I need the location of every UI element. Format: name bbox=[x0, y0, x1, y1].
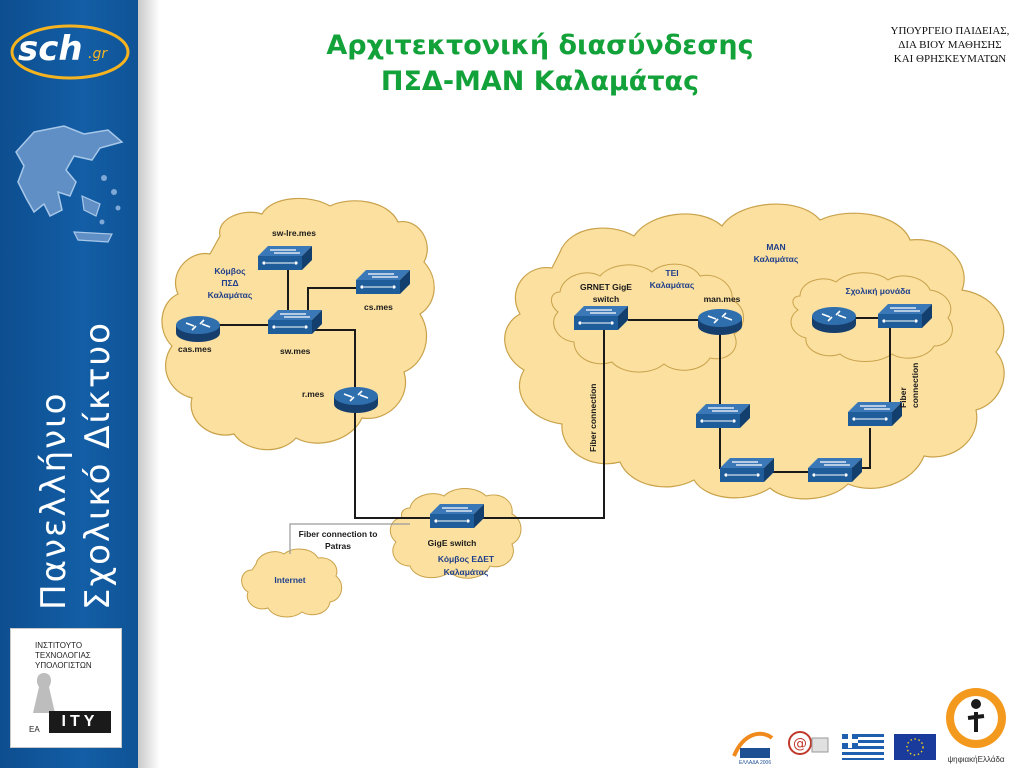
eu-flag-icon bbox=[894, 734, 936, 760]
slide-title-line1: Αρχιτεκτονική διασύνδεσης bbox=[326, 30, 754, 61]
cloud-internet bbox=[241, 548, 343, 618]
cloud-edet bbox=[389, 488, 522, 579]
switch-sw bbox=[267, 309, 323, 335]
sidebar: sch .gr Πανελλήνιο Σχολικό Δίκτυο ΙΝΣΤΙΤ… bbox=[0, 0, 138, 768]
slide-title: Αρχιτεκτονική διασύνδεσης ΠΣΔ-MAN Καλαμά… bbox=[290, 28, 790, 100]
label-psd-node-3: Καλαμάτας bbox=[208, 290, 253, 300]
ministry-line3: ΚΑΙ ΘΡΗΣΚΕΥΜΑΤΩΝ bbox=[893, 53, 1007, 65]
label-fiber-right-2: connection bbox=[910, 363, 920, 408]
cloud-grnet bbox=[551, 263, 744, 373]
label-psd-node-1: Κόμβος bbox=[214, 266, 246, 276]
logo-text: sch bbox=[18, 29, 83, 69]
label-internet: Internet bbox=[274, 575, 305, 585]
router-school bbox=[811, 306, 857, 334]
ministry-line2: ΔΙΑ ΒΙΟΥ ΜΑΘΗΣΗΣ bbox=[898, 39, 1002, 51]
logo-suffix: .gr bbox=[88, 46, 108, 62]
sidebar-shadow bbox=[138, 0, 160, 768]
ministry-header: ΥΠΟΥΡΓΕΙΟ ΠΑΙΔΕΙΑΣ, ΔΙΑ ΒΙΟΥ ΜΑΘΗΣΗΣ ΚΑΙ… bbox=[876, 24, 1024, 66]
switch-cs bbox=[355, 269, 411, 295]
label-sw: sw.mes bbox=[280, 346, 311, 356]
svg-text:@: @ bbox=[793, 736, 807, 752]
ity-logo: ΙΝΣΤΙΤΟΥΤΟ ΤΕΧΝΟΛΟΓΙΑΣ ΥΠΟΛΟΓΙΣΤΩΝ ΙΤΥ Ε… bbox=[10, 628, 122, 748]
switch-man-1 bbox=[695, 403, 751, 429]
label-school-unit: Σχολική μονάδα bbox=[846, 286, 912, 296]
label-fiber-left: Fiber connection bbox=[588, 384, 598, 452]
label-fiber-patras-1: Fiber connection to bbox=[299, 529, 378, 539]
label-gige-switch: GigE switch bbox=[428, 538, 477, 548]
label-tei-2: Καλαμάτας bbox=[650, 280, 695, 290]
ity-institute-text: ΙΝΣΤΙΤΟΥΤΟ ΤΕΧΝΟΛΟΓΙΑΣ ΥΠΟΛΟΓΙΣΤΩΝ bbox=[35, 641, 92, 671]
ity-label: ΙΤΥ bbox=[49, 711, 111, 733]
label-cas: cas.mes bbox=[178, 344, 212, 354]
ministry-line1: ΥΠΟΥΡΓΕΙΟ ΠΑΙΔΕΙΑΣ, bbox=[890, 25, 1010, 37]
ity-inst-bot: ΥΠΟΛΟΓΙΣΤΩΝ bbox=[35, 661, 92, 670]
psifiaki-text: ψηφιακήΕλλάδα bbox=[947, 755, 1004, 764]
label-edet-1: Κόμβος ΕΔΕΤ bbox=[438, 554, 495, 564]
label-grnet-2: switch bbox=[593, 294, 619, 304]
connection-patras bbox=[289, 523, 410, 554]
switch-man-2 bbox=[719, 457, 775, 483]
athletes-text: ΕΛΛΑΔΑ 2006 bbox=[739, 760, 771, 766]
ity-prefix: ΕΑ bbox=[29, 725, 40, 734]
switch-sw-lre bbox=[257, 245, 313, 271]
label-cs: cs.mes bbox=[364, 302, 393, 312]
router-man bbox=[697, 308, 743, 336]
switch-school bbox=[877, 303, 933, 329]
label-man-2: Καλαμάτας bbox=[754, 254, 799, 264]
switch-man-4 bbox=[847, 401, 903, 427]
email-logo: @ bbox=[788, 731, 829, 755]
label-fiber-patras-2: Patras bbox=[325, 541, 351, 551]
psifiaki-ellada-logo: ψηφιακήΕλλάδα bbox=[946, 688, 1006, 764]
label-tei-1: TEI bbox=[665, 268, 678, 278]
label-edet-2: Καλαμάτας bbox=[444, 567, 489, 577]
label-fiber-right-1: Fiber bbox=[898, 387, 908, 408]
label-r: r.mes bbox=[302, 389, 324, 399]
switch-grnet bbox=[573, 305, 629, 331]
label-grnet-1: GRNET GigE bbox=[580, 282, 632, 292]
router-r bbox=[333, 386, 379, 414]
slide-title-line2: ΠΣΔ-MAN Καλαμάτας bbox=[380, 66, 700, 97]
label-man-mes: man.mes bbox=[704, 294, 741, 304]
ity-inst-top: ΙΝΣΤΙΤΟΥΤΟ bbox=[35, 641, 83, 650]
label-psd-node-2: ΠΣΔ bbox=[221, 278, 238, 288]
greek-flag-icon bbox=[842, 734, 884, 760]
statue-icon bbox=[33, 673, 55, 713]
label-man-1: MAN bbox=[766, 242, 785, 252]
greece-map-icon bbox=[15, 125, 124, 243]
switch-gige bbox=[429, 503, 485, 529]
ity-inst-mid: ΤΕΧΝΟΛΟΓΙΑΣ bbox=[35, 651, 91, 660]
switch-man-3 bbox=[807, 457, 863, 483]
athens-2004-logo: ΕΛΛΑΔΑ 2006 bbox=[732, 731, 774, 766]
label-sw-lre: sw-lre.mes bbox=[272, 228, 316, 238]
sch-gr-logo: sch .gr bbox=[10, 24, 130, 80]
router-cas bbox=[175, 315, 221, 343]
